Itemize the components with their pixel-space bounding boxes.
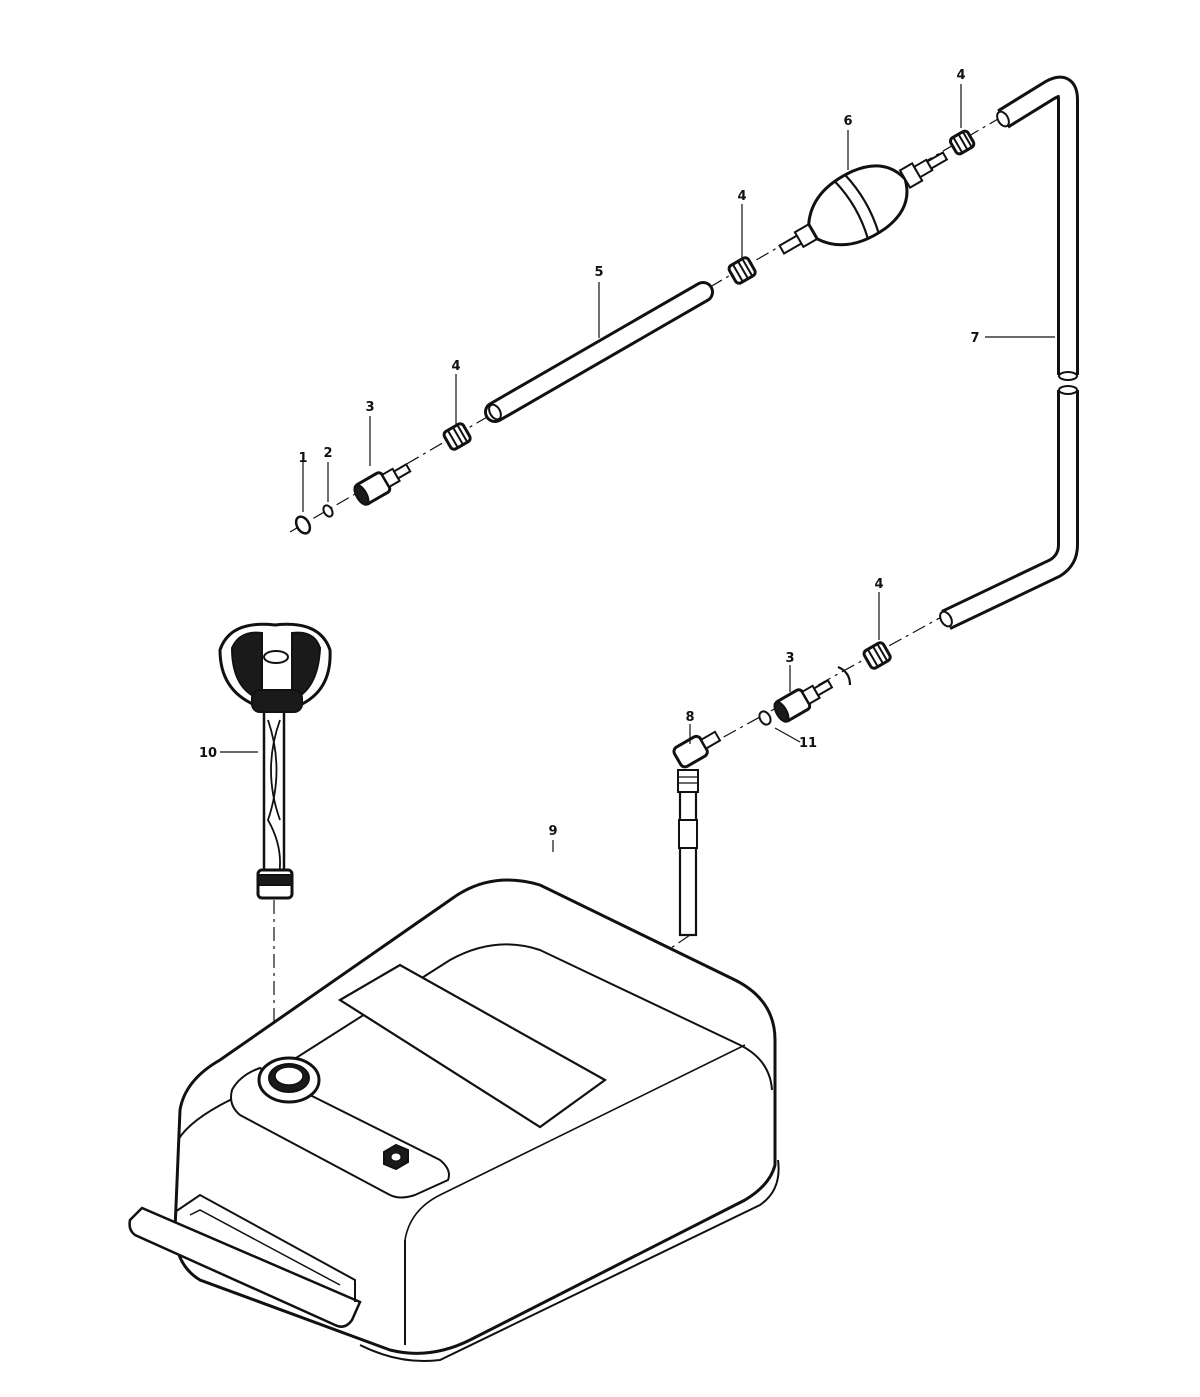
fuel-gauge-part-10 xyxy=(218,622,332,900)
callout-6: 6 xyxy=(843,114,852,129)
hose-clamp-part-4-a xyxy=(442,422,472,451)
callout-1: 1 xyxy=(298,451,307,466)
fuel-hose-part-7 xyxy=(939,75,1079,630)
callout-5: 5 xyxy=(594,265,603,280)
primer-bulb-part-6 xyxy=(778,151,949,255)
callout-3-upper: 3 xyxy=(365,400,374,415)
fuel-hose-part-5 xyxy=(484,281,714,423)
callout-7: 7 xyxy=(970,331,979,346)
pickup-tube-part-8 xyxy=(672,730,722,937)
retainer-clip xyxy=(837,665,852,686)
callout-9: 9 xyxy=(548,824,557,839)
callout-4-b: 4 xyxy=(737,189,746,204)
connector-part-3-lower xyxy=(773,679,834,723)
callout-labels: 1 2 3 4 5 4 6 4 7 4 3 8 11 10 9 xyxy=(199,68,980,839)
callout-4-c: 4 xyxy=(956,68,965,83)
callout-2: 2 xyxy=(323,446,332,461)
callout-10: 10 xyxy=(199,746,217,761)
hose-clamp-part-4-d xyxy=(862,641,892,670)
leader-lines xyxy=(220,84,1055,852)
callout-4-a: 4 xyxy=(451,359,460,374)
hose-clamp-part-4-b xyxy=(727,256,757,285)
callout-11: 11 xyxy=(799,736,817,751)
fuel-tank-part-9 xyxy=(128,878,780,1362)
connector-part-3-upper xyxy=(353,463,412,506)
callout-3-lower: 3 xyxy=(785,651,794,666)
o-ring-part-1 xyxy=(294,515,312,535)
callout-8: 8 xyxy=(685,710,694,725)
o-ring-part-11 xyxy=(758,710,772,726)
callout-4-d: 4 xyxy=(874,577,883,592)
o-ring-part-2 xyxy=(322,504,334,518)
hose-clamp-part-4-c xyxy=(948,129,976,156)
